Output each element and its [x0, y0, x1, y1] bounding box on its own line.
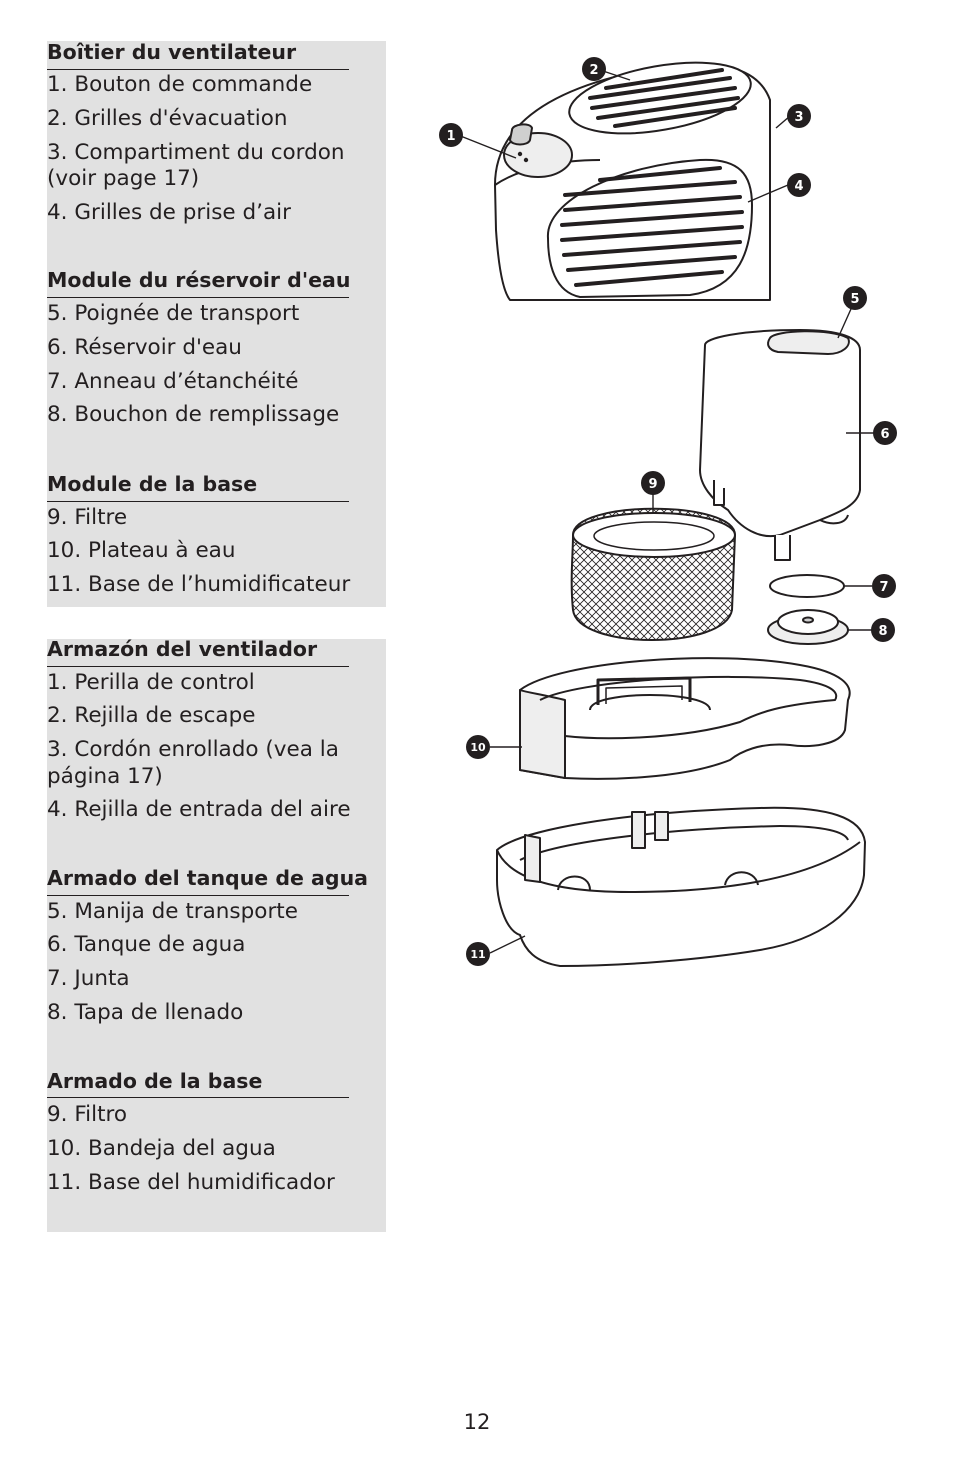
page-number: 12: [463, 1410, 491, 1434]
svg-text:6: 6: [880, 427, 889, 442]
part-item: 5. Poignée de transport: [47, 301, 300, 326]
part-item: 1. Perilla de control: [47, 670, 255, 695]
part-item: 3. Compartiment du cordon: [47, 140, 345, 165]
part-item: 6. Réservoir d'eau: [47, 335, 242, 360]
part-item: 11. Base del humidificador: [47, 1170, 335, 1195]
heading-underline: [47, 666, 349, 667]
fill-cap: [767, 609, 849, 645]
part-item: 1. Bouton de commande: [47, 72, 313, 97]
svg-text:8: 8: [878, 624, 887, 639]
water-tray: [519, 657, 851, 780]
part-item: 2. Grilles d'évacuation: [47, 106, 288, 131]
french-parts-panel: [47, 41, 386, 607]
water-tank: [699, 329, 861, 561]
part-item: 5. Manija de transporte: [47, 899, 298, 924]
svg-text:2: 2: [589, 63, 598, 78]
svg-text:4: 4: [794, 179, 803, 194]
callout-4: 4: [787, 173, 811, 197]
heading-underline: [47, 297, 349, 298]
svg-text:9: 9: [648, 477, 657, 492]
wick-filter: [570, 507, 736, 641]
part-item: página 17): [47, 764, 163, 789]
part-item: 10. Plateau à eau: [47, 538, 236, 563]
part-item: 4. Grilles de prise d’air: [47, 200, 291, 225]
svg-text:3: 3: [794, 110, 803, 125]
callout-5: 5: [843, 286, 867, 310]
callout-10: 10: [466, 735, 490, 759]
callout-3: 3: [787, 104, 811, 128]
callout-2: 2: [582, 57, 606, 81]
part-item: 2. Rejilla de escape: [47, 703, 256, 728]
humidifier-base: [496, 806, 866, 967]
svg-text:1: 1: [446, 129, 455, 144]
section-heading-fan-housing-fr: Boîtier du ventilateur: [47, 40, 297, 64]
part-item: 9. Filtro: [47, 1102, 128, 1127]
svg-text:5: 5: [850, 292, 859, 307]
heading-underline: [47, 501, 349, 502]
callout-9: 9: [641, 471, 665, 495]
part-item: (voir page 17): [47, 166, 200, 191]
humidifier-exploded-diagram: 1 2 3 4 5 6 7 8 9 10 11: [439, 57, 897, 967]
part-item: 7. Junta: [47, 966, 130, 991]
spanish-parts-panel: [47, 639, 386, 1232]
callout-1: 1: [439, 123, 463, 147]
svg-text:10: 10: [470, 741, 486, 754]
callout-7: 7: [872, 574, 896, 598]
leader-lines: [457, 69, 874, 954]
part-item: 10. Bandeja del agua: [47, 1136, 276, 1161]
section-heading-tank-fr: Module du réservoir d'eau: [47, 268, 351, 292]
part-item: 3. Cordón enrollado (vea la: [47, 737, 339, 762]
fan-housing: [494, 61, 771, 301]
heading-underline: [47, 69, 349, 70]
heading-underline: [47, 1097, 349, 1098]
part-item: 6. Tanque de agua: [47, 932, 246, 957]
section-heading-base-fr: Module de la base: [47, 472, 258, 496]
section-heading-fan-housing-es: Armazón del ventilador: [47, 637, 318, 661]
svg-text:7: 7: [879, 580, 888, 595]
part-item: 9. Filtre: [47, 505, 128, 530]
part-item: 4. Rejilla de entrada del aire: [47, 797, 351, 822]
section-heading-tank-es: Armado del tanque de agua: [47, 866, 368, 890]
seal-ring: [769, 574, 845, 598]
part-item: 11. Base de l’humidificateur: [47, 572, 351, 597]
svg-text:11: 11: [470, 948, 485, 961]
part-item: 7. Anneau d’étanchéité: [47, 369, 299, 394]
part-item: 8. Tapa de llenado: [47, 1000, 244, 1025]
part-item: 8. Bouchon de remplissage: [47, 402, 340, 427]
callout-6: 6: [873, 421, 897, 445]
callout-8: 8: [871, 618, 895, 642]
heading-underline: [47, 895, 349, 896]
section-heading-base-es: Armado de la base: [47, 1069, 263, 1093]
callout-11: 11: [466, 942, 490, 966]
